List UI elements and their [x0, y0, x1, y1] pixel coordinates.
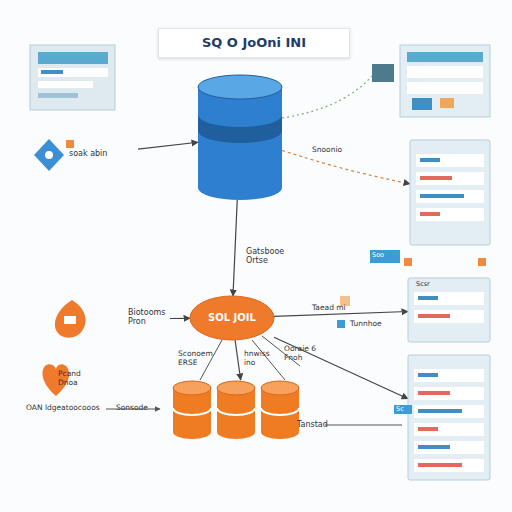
panel-row: [414, 405, 484, 418]
node-outline: [165, 380, 325, 442]
panel-row: [416, 208, 484, 221]
panel-row: [414, 441, 484, 454]
free-label: OAN ldgeatoocooos: [26, 404, 112, 413]
node-outline: [408, 355, 490, 480]
join-ellipse: [190, 296, 274, 340]
node-label: Tanstad: [297, 420, 331, 429]
database-top: [198, 75, 282, 99]
panel-row: [414, 459, 484, 472]
screen-panel: [408, 355, 490, 480]
dotted-link: [282, 76, 372, 118]
wire: [252, 340, 285, 380]
connector-arrow: [170, 318, 190, 319]
node-label: Scsr: [416, 281, 476, 288]
database-body: [198, 87, 282, 200]
connector-arrow: [235, 340, 241, 380]
screen-panel: [410, 140, 490, 245]
free-label: Sconoem ERSE: [178, 350, 218, 367]
panel-row: [416, 172, 484, 185]
node-outline: [50, 298, 170, 340]
node-label: Sc: [394, 405, 412, 414]
table-cylinder: [173, 381, 211, 439]
node-outline: [410, 140, 490, 245]
small-icon: [478, 258, 486, 266]
panel-node: Scsr: [408, 278, 490, 342]
table-cylinder: [261, 381, 299, 439]
database-band: [198, 115, 282, 143]
diagram-title: SQ O JoOni INI: [159, 35, 349, 50]
connector-arrow: [138, 142, 198, 149]
screen-panel: [408, 278, 490, 342]
wire: [200, 340, 222, 380]
node-label: soak abin: [69, 149, 137, 158]
edge-label: Tunnhoe: [350, 320, 382, 329]
panel-node: Sc: [408, 355, 490, 480]
small-icon: [404, 258, 412, 266]
panel-row: [414, 310, 484, 323]
source-shape: [55, 300, 86, 338]
source-icon: [64, 316, 76, 324]
panel-node: Soo: [410, 140, 490, 245]
node-label: Gatsbooe Ortse: [246, 247, 298, 265]
node-label: Soo: [372, 252, 400, 259]
wire: [325, 425, 402, 426]
decision-diamond: [34, 139, 64, 171]
free-label: Taead mi: [312, 304, 350, 313]
panel-row: [416, 190, 484, 203]
top-right-panel: [372, 45, 490, 117]
drop-node: Biotooms Pron: [50, 298, 170, 340]
small-icon: [337, 320, 345, 328]
top-left-panel: [30, 45, 115, 110]
diamond-node: soak abin: [33, 138, 138, 172]
diamond-dot: [45, 151, 53, 159]
cyl3-node: Tanstad: [165, 380, 325, 442]
panel-row: [414, 387, 484, 400]
panel-row: [414, 423, 484, 436]
connector-arrow: [233, 200, 237, 296]
ellipse-node: SOL JOIL: [190, 296, 274, 340]
edge-label: Snoonio: [312, 146, 342, 155]
small-icon: [66, 140, 74, 148]
node-outline: [198, 75, 282, 200]
connector-arrow: [274, 312, 408, 317]
panel-row: [416, 154, 484, 167]
title-box: SQ O JoOni INI: [158, 28, 350, 58]
panel-row: [414, 292, 484, 305]
db-node: Gatsbooe Ortse: [198, 75, 282, 200]
node-label: SOL JOIL: [190, 312, 274, 324]
free-label: Sonsode: [116, 404, 156, 413]
free-label: hnwiss ino: [244, 350, 280, 367]
table-cylinder: [217, 381, 255, 439]
free-label: Ooraie 6 Fnoh: [284, 345, 328, 362]
panel-row: [414, 369, 484, 382]
free-label: Pcand Dnoa: [58, 370, 92, 387]
node-label: Biotooms Pron: [128, 308, 170, 326]
connector-arrow: [282, 151, 410, 184]
tag-background: [370, 250, 400, 263]
